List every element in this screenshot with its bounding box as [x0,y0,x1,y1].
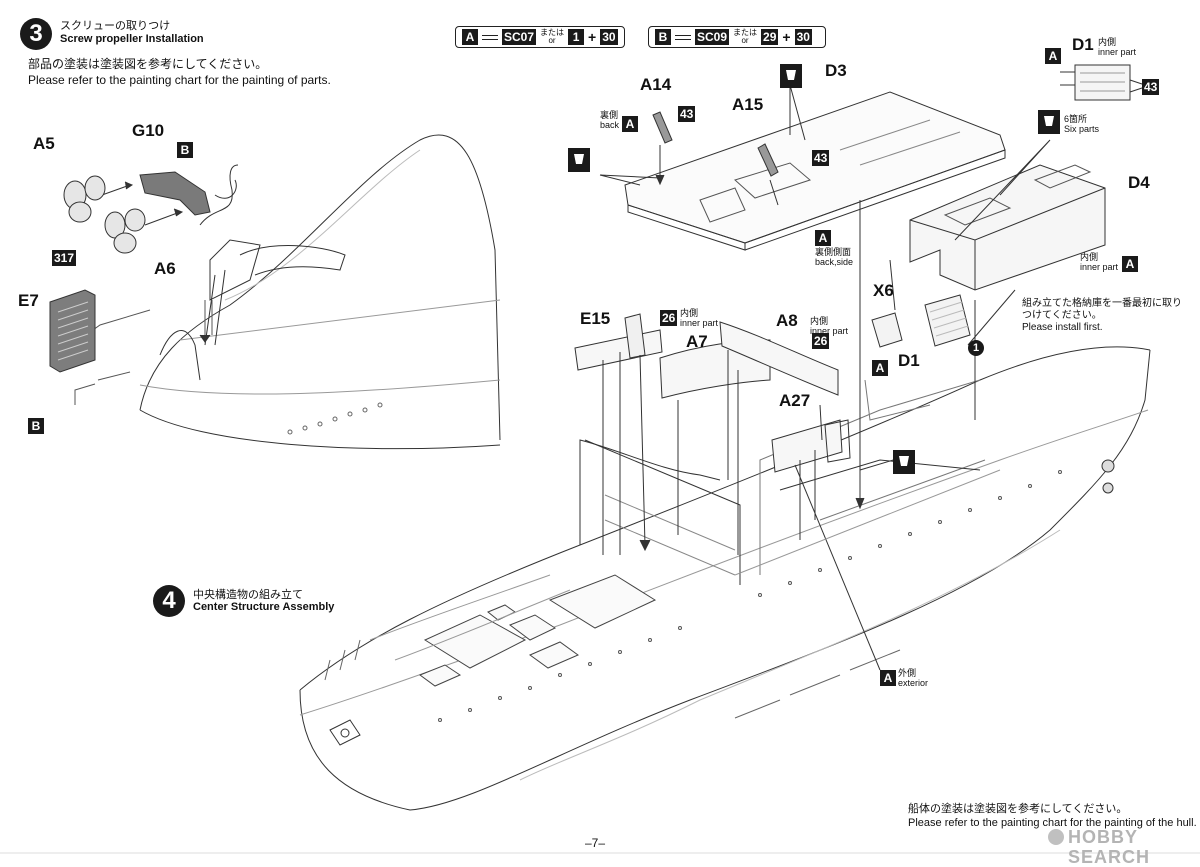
label-a6: A6 [154,259,176,278]
propeller-a6 [104,208,146,254]
mast-a14 [652,111,673,144]
label-d1-inner: D1 [1072,35,1094,54]
badge-back-side-color: A [815,230,831,246]
color-ref-a-plus: + [588,29,597,45]
label-a5: A5 [33,134,55,153]
hull-note-en: Please refer to the painting chart for t… [908,817,1197,829]
label-a27: A27 [779,391,811,410]
install-first-note: 組み立てた格納庫を一番最初に取りつけてください。Please install f… [1022,298,1182,333]
badge-a8-paint: 26 [812,333,830,349]
step-4-title-en: Center Structure Assembly [193,601,335,613]
panel-e15 [574,329,663,371]
step-3-title-en: Screw propeller Installation [60,33,204,45]
equals-icon [482,34,498,40]
badge-d1-color: A [1045,48,1061,64]
badge-e7-color: B [28,418,44,434]
part-x6 [871,312,903,348]
install-order-bullet: 1 [968,340,984,356]
label-g10: G10 [132,121,165,140]
step-4-number: 4 [153,585,185,617]
label-e15: E15 [580,309,611,328]
badge-exterior-color: A [880,670,896,686]
propeller-a5 [63,175,106,223]
label-a15: A15 [732,95,764,114]
badge-e15-paint: 26 [660,310,678,326]
step-3-number: 3 [20,18,52,50]
color-ref-a-letter: A [462,29,478,45]
badge-x6-color: A [872,360,888,376]
part-d1-panel [924,294,971,347]
badge-g10-color: B [177,142,193,158]
badge-a14-color: A [622,116,638,132]
hull-note-jp: 船体の塗装は塗装図を参考にしてください。 [908,803,1128,815]
badge-d1-paint: 43 [1142,79,1160,95]
color-ref-b-plus: + [782,29,791,45]
badge-d4-color: A [1122,256,1138,272]
color-ref-b-letter: B [655,29,671,45]
label-a7: A7 [686,332,708,351]
label-x6: X6 [873,281,894,300]
color-ref-a-code: SC07 [502,29,537,45]
step-3-note-en: Please refer to the painting chart for t… [28,73,331,87]
color-ref-b-code: SC09 [695,29,730,45]
mast-a15 [757,143,779,177]
panel-a27 [771,419,843,473]
grill-e7 [49,289,96,373]
color-ref-a-mix-b: 30 [600,29,618,45]
equals-icon [675,34,691,40]
label-a14: A14 [640,75,672,94]
watermark-logo-icon [1048,829,1064,845]
step-3-title-jp: スクリューの取りつけ [60,20,171,32]
shaft-bracket-g10 [139,171,211,216]
color-ref-b-mix-b: 30 [794,29,812,45]
label-d1-panel: D1 [898,351,920,370]
skeg-fin [159,330,201,381]
color-ref-a-mix-a: 1 [568,29,585,45]
label-d4: D4 [1128,173,1150,192]
watermark: HOBBY SEARCH [1068,827,1151,867]
badge-a15-paint: 43 [812,150,830,166]
page-number: –7– [585,836,606,850]
label-e7: E7 [18,291,39,310]
panel-a8 [719,321,839,396]
stern-hull-outline [139,134,501,441]
step-3-note-jp: 部品の塗装は塗装図を参考にしてください。 [28,57,268,71]
color-ref-b-mix-a: 29 [761,29,779,45]
label-d3: D3 [825,61,847,80]
step-4-title-jp: 中央構造物の組み立て [193,589,303,601]
label-a8: A8 [776,311,798,330]
badge-propeller-paint: 317 [52,250,77,266]
main-hull-outline [299,349,1151,811]
main-hull-deck-edge [299,346,1151,691]
badge-a14-paint: 43 [678,106,696,122]
